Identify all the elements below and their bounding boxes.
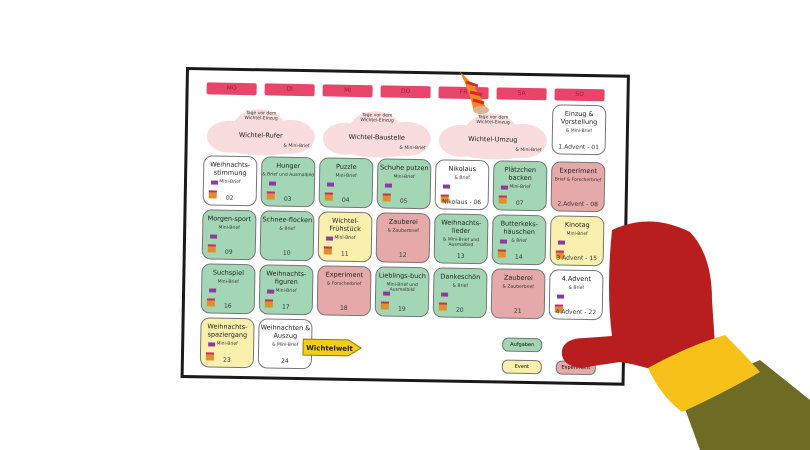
wichtelwelt-label: Wichtelwelt [306,344,353,353]
mitten-cuff [648,335,760,412]
wichtelwelt-arrow[interactable]: Wichtelwelt [302,338,363,357]
mitten [561,221,715,372]
wichtel-hat-icon [460,72,489,114]
